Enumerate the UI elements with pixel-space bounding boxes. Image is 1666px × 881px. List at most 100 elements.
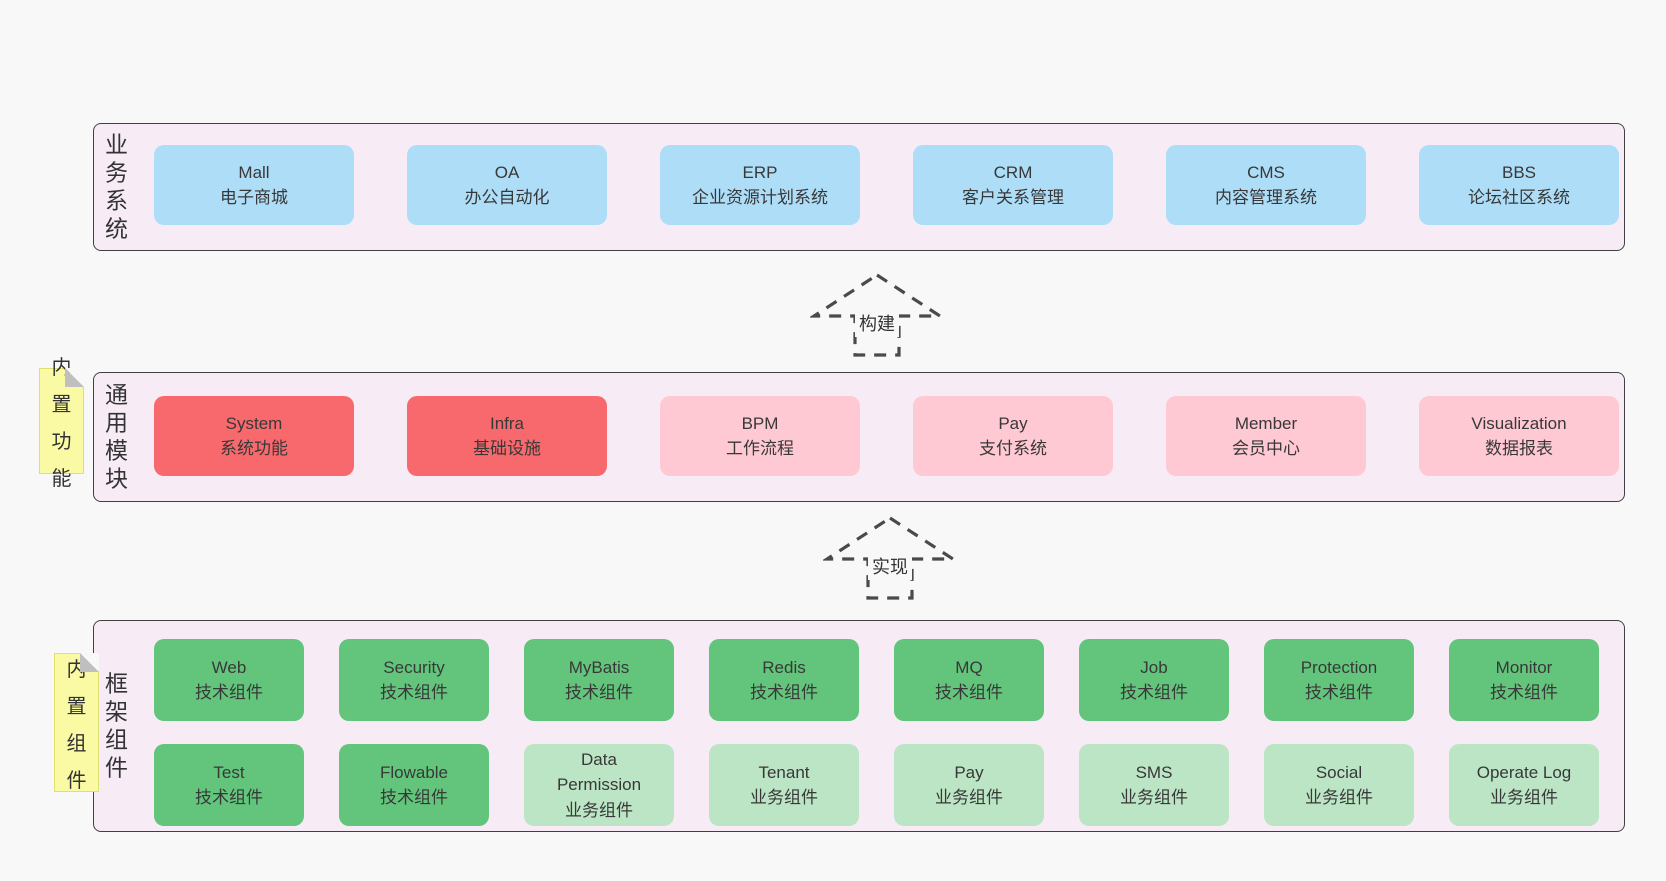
module-box-title: ERP — [742, 162, 778, 182]
module-box-title: Test — [213, 762, 245, 782]
module-box-title: Flowable — [379, 762, 449, 782]
module-box-subtitle: 系统功能 — [220, 439, 288, 458]
module-box-web: Web 技术组件 — [154, 639, 304, 721]
module-box-title: Redis — [762, 657, 806, 677]
module-box-mybatis: MyBatis 技术组件 — [524, 639, 674, 721]
module-box-subtitle: 业务组件 — [1490, 788, 1558, 807]
module-box-title: Pay — [954, 762, 984, 782]
module-box-test: Test 技术组件 — [154, 744, 304, 826]
module-box-subtitle: 业务组件 — [935, 788, 1003, 807]
module-box-subtitle: 技术组件 — [380, 788, 448, 807]
module-box-monitor: Monitor 技术组件 — [1449, 639, 1599, 721]
module-box-operate-log: Operate Log 业务组件 — [1449, 744, 1599, 826]
module-box-title: System — [225, 413, 283, 433]
module-box-crm: CRM 客户关系管理 — [913, 145, 1113, 225]
module-box-subtitle: 企业资源计划系统 — [692, 188, 828, 207]
module-box-title: Web — [211, 657, 247, 677]
module-box-subtitle: 技术组件 — [1490, 683, 1558, 702]
module-box-sms: SMS 业务组件 — [1079, 744, 1229, 826]
module-box-title: Job — [1140, 657, 1168, 677]
sticky-note-builtin-features: 内置功能 — [39, 357, 84, 490]
module-box-subtitle: 客户关系管理 — [962, 188, 1064, 207]
box-row: Mall 电子商城 OA 办公自动化 ERP 企业资源计划系统 CRM 客户关系管理 CMS 内容… — [154, 145, 1619, 225]
module-box-infra: Infra 基础设施 — [407, 396, 607, 476]
module-box-subtitle: 技术组件 — [565, 683, 633, 702]
module-box-title: SMS — [1135, 762, 1173, 782]
module-box-security: Security 技术组件 — [339, 639, 489, 721]
module-box-subtitle: 电子商城 — [220, 188, 288, 207]
arrow-build: 构建 — [810, 272, 944, 358]
module-box-subtitle: 技术组件 — [195, 788, 263, 807]
arrow-implement: 实现 — [823, 515, 957, 601]
module-box-data-permission: Data Permission 业务组件 — [524, 744, 674, 826]
module-box-subtitle: 技术组件 — [195, 683, 263, 702]
module-box-subtitle: 会员中心 — [1232, 439, 1300, 458]
module-box-title: CRM — [993, 162, 1033, 182]
module-box-title: OA — [494, 162, 520, 182]
module-box-subtitle: 业务组件 — [565, 800, 633, 820]
module-box-erp: ERP 企业资源计划系统 — [660, 145, 860, 225]
module-box-mq: MQ 技术组件 — [894, 639, 1044, 721]
module-box-title: MyBatis — [568, 657, 630, 677]
module-box-title: Tenant — [758, 762, 810, 782]
module-box-title: Visualization — [1471, 413, 1567, 433]
module-box-title: Member — [1234, 413, 1298, 433]
module-box-cms: CMS 内容管理系统 — [1166, 145, 1366, 225]
module-box-subtitle: 数据报表 — [1485, 439, 1553, 458]
module-box-subtitle: 业务组件 — [1120, 788, 1188, 807]
module-box-title: Infra — [489, 413, 525, 433]
arrow-build-label: 构建 — [855, 309, 899, 337]
module-box-social: Social 业务组件 — [1264, 744, 1414, 826]
module-box-subtitle: 论坛社区系统 — [1468, 188, 1570, 207]
module-box-subtitle: 业务组件 — [1305, 788, 1373, 807]
module-box-protection: Protection 技术组件 — [1264, 639, 1414, 721]
module-box-title: CMS — [1247, 162, 1285, 182]
module-box-title: Operate Log — [1476, 762, 1572, 782]
layer-framework-components: 框架组件 Web 技术组件 Security 技术组件 MyBatis 技术组件 Redis… — [93, 620, 1625, 832]
module-box-title: Protection — [1300, 657, 1378, 677]
layer-label-framework-components: 框架组件 — [105, 670, 128, 781]
module-box-subtitle: 技术组件 — [1120, 683, 1188, 702]
layer-label-business-systems: 业务系统 — [105, 131, 128, 242]
module-box-title: MQ — [955, 657, 983, 677]
arrow-implement-label: 实现 — [868, 552, 912, 580]
module-box-system: System 系统功能 — [154, 396, 354, 476]
module-box-pay: Pay 业务组件 — [894, 744, 1044, 826]
dashed-up-arrow-icon — [810, 273, 944, 357]
module-box-title: Data Permission — [556, 749, 642, 795]
module-box-subtitle: 技术组件 — [380, 683, 448, 702]
module-box-title: Monitor — [1495, 657, 1553, 677]
module-box-visualization: Visualization 数据报表 — [1419, 396, 1619, 476]
module-box-pay: Pay 支付系统 — [913, 396, 1113, 476]
module-box-subtitle: 技术组件 — [1305, 683, 1373, 702]
module-box-subtitle: 支付系统 — [979, 439, 1047, 458]
module-box-flowable: Flowable 技术组件 — [339, 744, 489, 826]
module-box-subtitle: 基础设施 — [473, 439, 541, 458]
module-box-mall: Mall 电子商城 — [154, 145, 354, 225]
module-box-subtitle: 工作流程 — [726, 439, 794, 458]
module-box-bbs: BBS 论坛社区系统 — [1419, 145, 1619, 225]
sticky-note-builtin-components: 内置组件 — [54, 653, 99, 792]
module-box-subtitle: 办公自动化 — [464, 188, 550, 207]
module-box-tenant: Tenant 业务组件 — [709, 744, 859, 826]
dashed-up-arrow-icon — [823, 516, 957, 600]
module-box-title: BBS — [1501, 162, 1537, 182]
module-box-title: Mall — [238, 162, 270, 182]
module-box-title: Security — [383, 657, 445, 677]
layer-business-systems: 业务系统 Mall 电子商城 OA 办公自动化 ERP 企业资源计划系统 CRM 客户关系管理… — [93, 123, 1625, 251]
module-box-subtitle: 业务组件 — [750, 788, 818, 807]
module-box-bpm: BPM 工作流程 — [660, 396, 860, 476]
box-row: System 系统功能 Infra 基础设施 BPM 工作流程 Pay 支付系统 Member 会… — [154, 396, 1619, 476]
module-box-title: BPM — [741, 413, 779, 433]
layer-label-common-modules: 通用模块 — [105, 381, 128, 492]
module-box-oa: OA 办公自动化 — [407, 145, 607, 225]
module-box-subtitle: 技术组件 — [935, 683, 1003, 702]
module-box-subtitle: 内容管理系统 — [1215, 188, 1317, 207]
layer-common-modules: 通用模块 System 系统功能 Infra 基础设施 BPM 工作流程 Pay 支付系统 Me… — [93, 372, 1625, 502]
module-box-title: Pay — [998, 413, 1028, 433]
module-box-title: Social — [1315, 762, 1363, 782]
